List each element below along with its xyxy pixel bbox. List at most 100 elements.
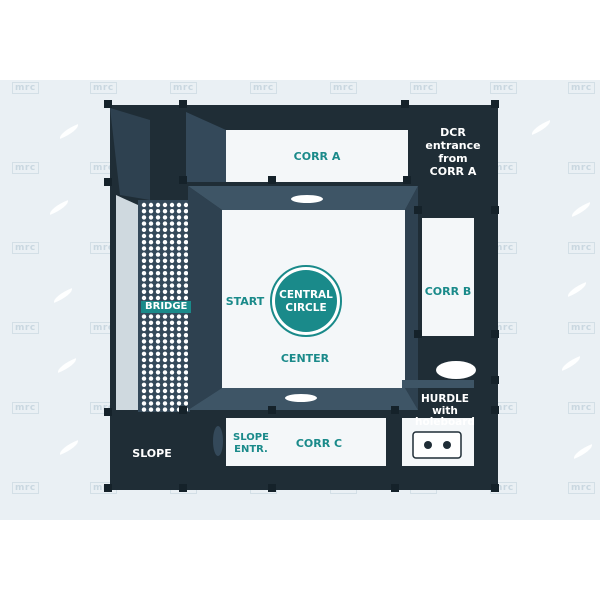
bridge-hole — [169, 240, 175, 245]
bridge-hole — [141, 246, 147, 251]
bridge-hole — [183, 320, 189, 325]
bridge-hole — [148, 202, 154, 208]
bridge-hole — [176, 351, 182, 356]
wall-connector — [179, 176, 187, 184]
slope-entrance-line: ENTR. — [234, 444, 268, 455]
bridge-hole — [162, 227, 168, 232]
wall-connector — [268, 406, 276, 414]
wall-connector — [414, 206, 422, 214]
bridge-hole — [162, 277, 168, 282]
bridge-side-panel — [116, 195, 138, 410]
center-bevel-left — [188, 186, 222, 410]
bridge-hole — [141, 345, 147, 350]
bridge-hole — [155, 388, 161, 394]
holeboard-hole — [424, 441, 432, 449]
bridge-hole — [148, 351, 154, 356]
watermark-logo: mrc — [568, 402, 595, 414]
bridge-hole — [141, 202, 147, 208]
bridge-hole — [176, 221, 182, 226]
bridge-hole — [162, 382, 168, 387]
bridge-hole — [162, 202, 168, 208]
bridge-hole — [176, 227, 182, 232]
bridge-hole — [183, 345, 189, 350]
bridge-hole — [155, 326, 161, 332]
bridge-hole — [176, 326, 182, 332]
bridge-hole — [176, 277, 182, 282]
bridge-hole — [148, 320, 154, 325]
holeboard — [412, 431, 462, 459]
bridge-hole — [141, 395, 147, 400]
bridge-hole — [169, 277, 175, 282]
bridge-hole — [169, 326, 175, 332]
bridge-hole — [162, 339, 168, 344]
slope-entrance-line: SLOPE — [233, 432, 269, 443]
bridge-hole — [176, 252, 182, 257]
bridge-hole — [155, 277, 161, 282]
wall-connector — [179, 484, 187, 492]
bridge-hole — [148, 345, 154, 350]
bridge-hole — [155, 314, 161, 319]
bridge-hole — [148, 258, 154, 263]
bridge-hole — [148, 289, 154, 294]
bridge-hole — [162, 271, 168, 276]
wall-connector — [491, 406, 499, 414]
wall-connector — [268, 484, 276, 492]
bridge-hole — [176, 382, 182, 387]
bridge-label: BRIDGE — [141, 301, 192, 313]
bridge-hole — [169, 357, 175, 363]
bridge-hole — [162, 233, 168, 239]
bridge-hole — [141, 227, 147, 232]
bridge-hole — [141, 333, 147, 338]
dcr-line: entrance — [425, 139, 481, 152]
bridge-hole — [141, 258, 147, 263]
bridge-hole — [169, 370, 175, 375]
bridge-hole — [162, 289, 168, 294]
bridge-hole — [148, 339, 154, 344]
bridge-hole — [141, 240, 147, 245]
bridge-hole — [183, 401, 189, 406]
slope-entrance-label: SLOPE ENTR. — [228, 432, 274, 456]
central-circle-line: CENTRAL — [279, 289, 333, 301]
bridge-hole — [162, 326, 168, 332]
bridge-hole — [183, 246, 189, 251]
bridge-hole — [183, 289, 189, 294]
bridge-hole — [162, 345, 168, 350]
hurdle-line: HURDLE — [421, 393, 469, 405]
bridge-hole — [155, 320, 161, 325]
bridge-hole — [176, 209, 182, 214]
bridge-hole — [148, 314, 154, 319]
bridge-hole — [148, 370, 154, 375]
bridge-hole — [176, 264, 182, 270]
bridge-hole — [155, 351, 161, 356]
bridge-hole — [169, 289, 175, 294]
bridge-hole — [183, 295, 189, 301]
bridge-hole — [169, 382, 175, 387]
bridge-hole — [169, 401, 175, 406]
bridge-hole — [176, 295, 182, 301]
wall-connector — [179, 406, 187, 414]
bridge-hole — [141, 326, 147, 332]
bridge-hole — [183, 277, 189, 282]
bridge-hole — [169, 339, 175, 344]
wall-connector — [104, 484, 112, 492]
bridge-hole — [141, 264, 147, 270]
watermark-logo: mrc — [330, 82, 357, 94]
wall-connector — [268, 176, 276, 184]
bridge-hole — [183, 395, 189, 400]
bridge-hole — [169, 264, 175, 270]
bridge-hole — [169, 333, 175, 338]
wall-connector — [491, 376, 499, 384]
bridge-hole — [141, 382, 147, 387]
bridge-hole — [148, 295, 154, 301]
bridge-hole — [162, 209, 168, 214]
bridge-hole — [162, 264, 168, 270]
bridge-hole — [148, 364, 154, 369]
wall-connector — [104, 100, 112, 108]
wall-connector — [401, 100, 409, 108]
bridge-hole — [169, 215, 175, 220]
bridge-hole — [162, 357, 168, 363]
bridge-hole — [155, 401, 161, 406]
wall-connectors — [104, 100, 499, 492]
bridge-hole — [155, 370, 161, 375]
